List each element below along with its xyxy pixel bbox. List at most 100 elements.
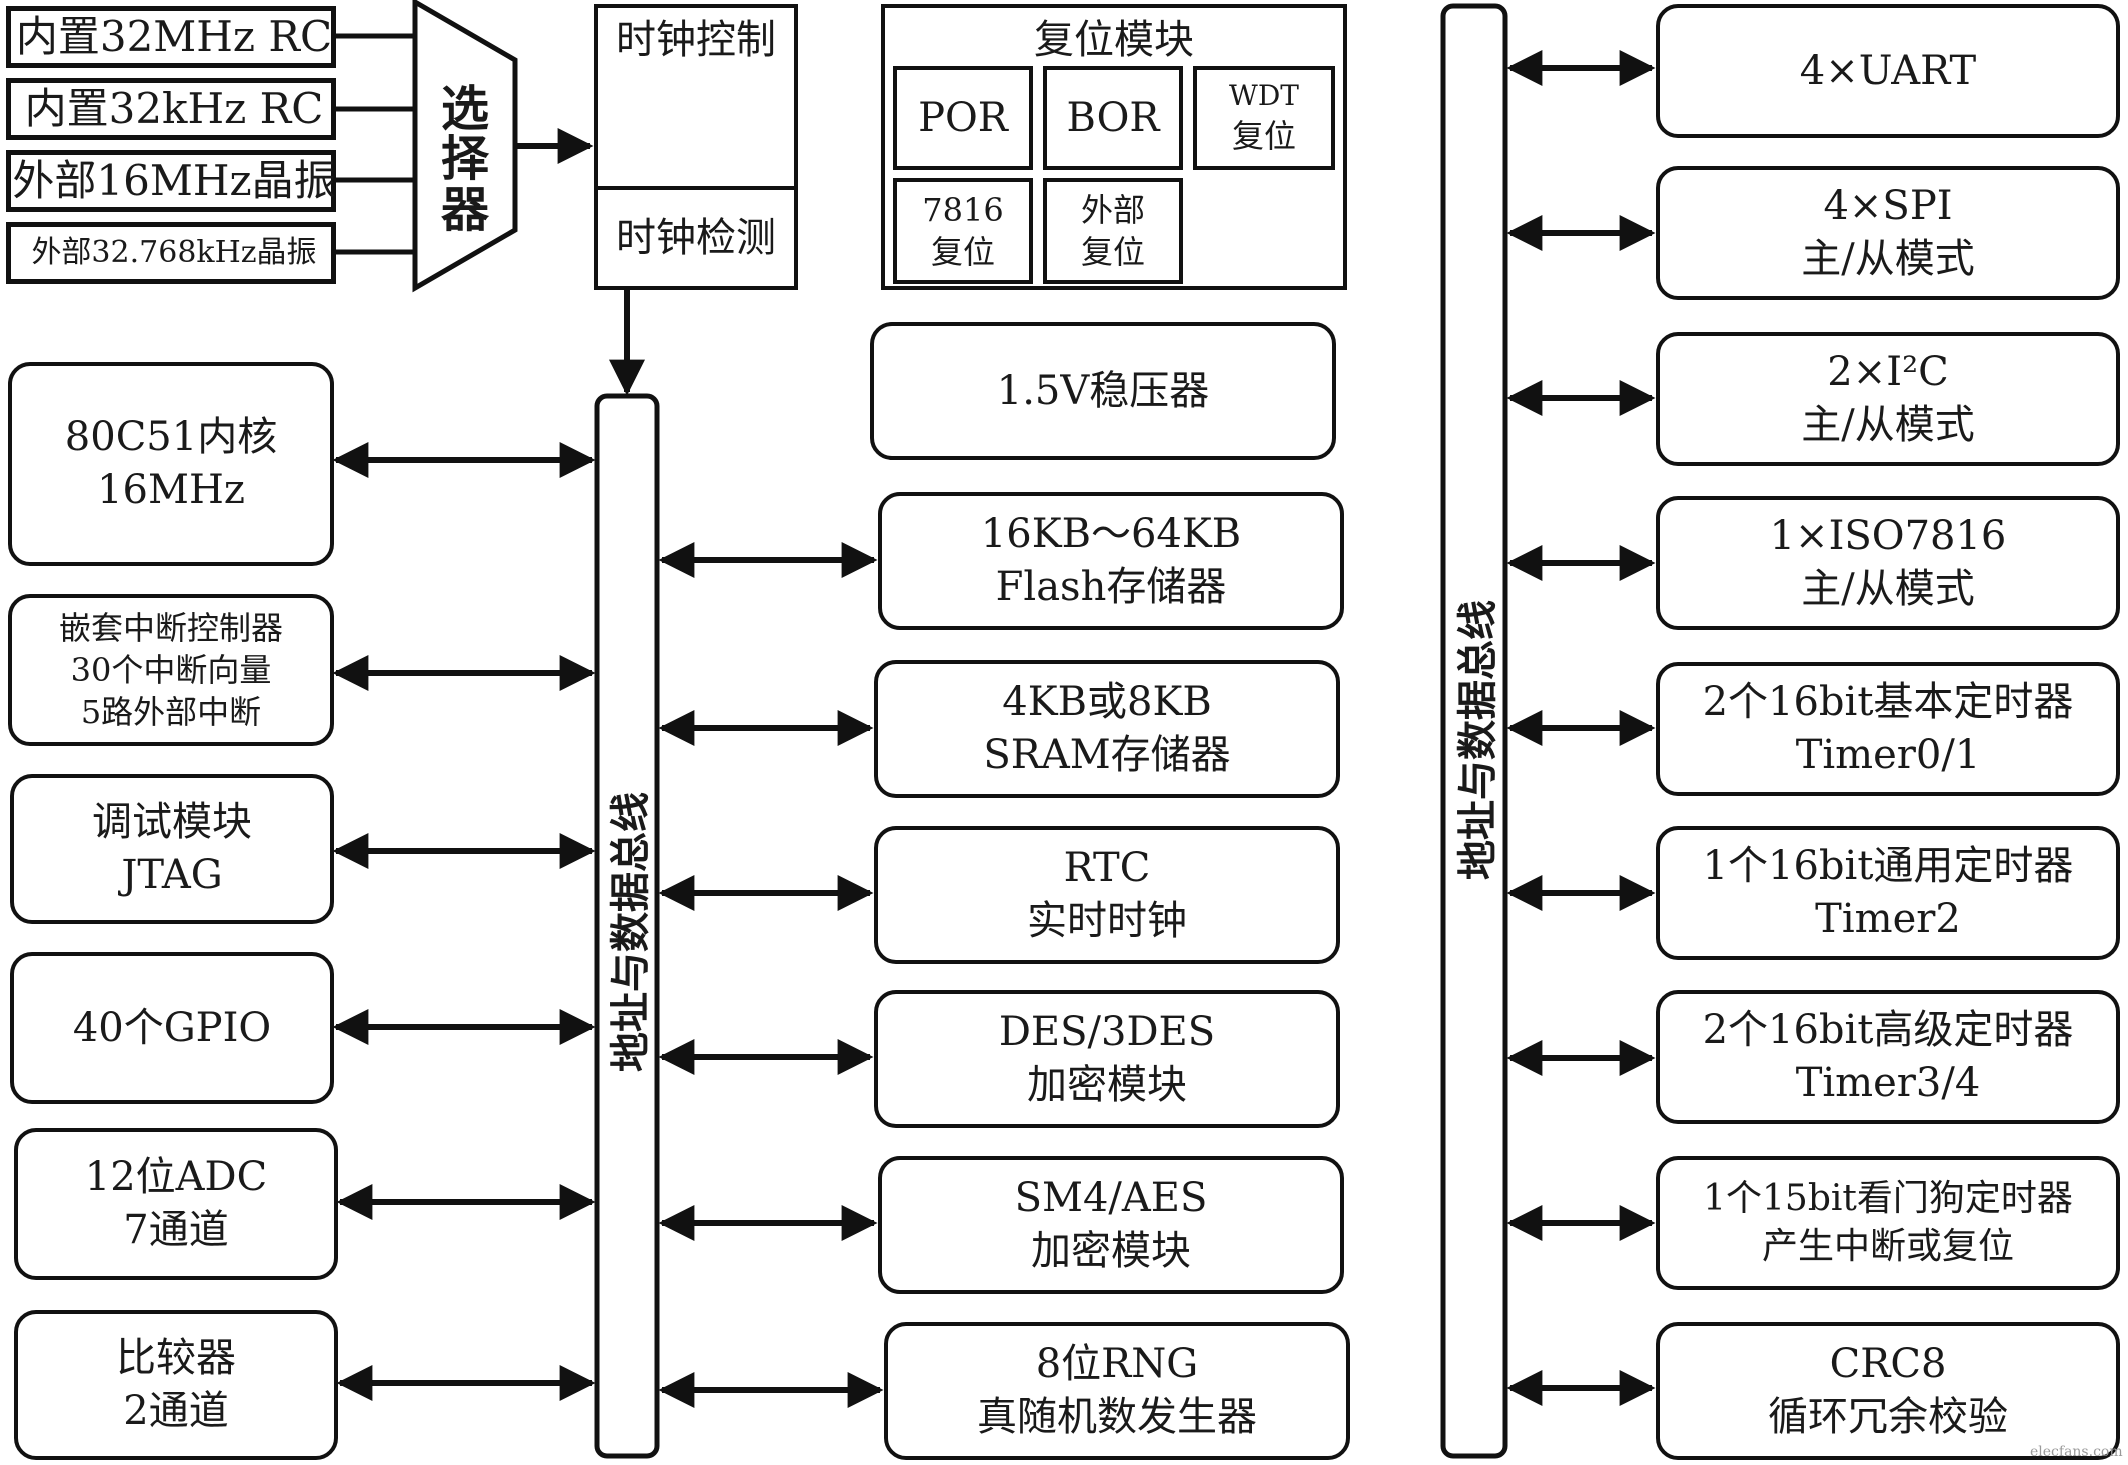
- block-line: 2个16bit高级定时器: [1702, 1007, 2074, 1054]
- reset-item-label: BOR: [1066, 94, 1160, 141]
- spi-block: 4×SPI 主/从模式: [1656, 166, 2120, 300]
- reset-module-title: 复位模块: [1034, 17, 1194, 63]
- clock-source-label: 外部16MHz晶振: [12, 156, 336, 206]
- reset-item-label: WDT: [1229, 79, 1299, 113]
- flash-block: 16KB～64KB Flash存储器: [878, 492, 1344, 630]
- iso7816-block: 1×ISO7816 主/从模式: [1656, 496, 2120, 630]
- clock-source-xtal32k: 外部32.768kHz晶振: [6, 222, 336, 284]
- block-line: DES/3DES: [998, 1009, 1216, 1056]
- block-line: 2×I²C: [1827, 349, 1949, 396]
- selector-label: 选 择 器: [437, 81, 493, 238]
- reset-por: POR: [893, 66, 1033, 170]
- block-line: 主/从模式: [1801, 236, 1975, 282]
- reset-item-label: 复位: [1231, 117, 1296, 156]
- clock-source-label: 内置32MHz RC: [15, 12, 333, 62]
- block-line: 40个GPIO: [72, 1004, 272, 1051]
- block-line: 1×ISO7816: [1769, 513, 2007, 560]
- clock-source-rc32k: 内置32kHz RC: [6, 78, 336, 140]
- reset-wdt: WDT 复位: [1193, 66, 1335, 170]
- block-line: 循环冗余校验: [1768, 1394, 2008, 1440]
- timer2-block: 1个16bit通用定时器 Timer2: [1656, 826, 2120, 960]
- selector-char: 择: [440, 131, 489, 188]
- block-line: 1个16bit通用定时器: [1702, 843, 2074, 890]
- clock-source-xtal16m: 外部16MHz晶振: [6, 150, 336, 212]
- block-line: 16KB～64KB: [980, 511, 1242, 558]
- reset-item-label: 外部: [1080, 190, 1145, 229]
- reset-external: 外部复位: [1043, 178, 1183, 284]
- block-line: 嵌套中断控制器: [58, 608, 283, 647]
- reset-item-label: 7816: [922, 190, 1004, 229]
- block-line: SRAM存储器: [983, 732, 1231, 778]
- clock-detect-label: 时钟检测: [616, 214, 776, 261]
- block-line: 比较器: [116, 1335, 236, 1382]
- block-line: 真随机数发生器: [977, 1394, 1257, 1440]
- selector-char: 器: [440, 181, 489, 238]
- block-line: 实时时钟: [1027, 898, 1187, 944]
- block-line: SM4/AES: [1014, 1175, 1208, 1222]
- block-line: 加密模块: [1027, 1062, 1187, 1108]
- uart-block: 4×UART: [1656, 4, 2120, 138]
- timer01-block: 2个16bit基本定时器 Timer0/1: [1656, 662, 2120, 796]
- block-line: Flash存储器: [995, 564, 1227, 610]
- crc8-block: CRC8 循环冗余校验: [1656, 1322, 2120, 1460]
- block-line: RTC: [1063, 845, 1151, 892]
- block-line: 加密模块: [1031, 1228, 1191, 1274]
- des-block: DES/3DES 加密模块: [874, 990, 1340, 1128]
- block-line: 80C51内核: [64, 414, 278, 461]
- debug-jtag-block: 调试模块 JTAG: [10, 774, 334, 924]
- block-line: 2个16bit基本定时器: [1702, 679, 2074, 726]
- block-line: 1个15bit看门狗定时器: [1703, 1178, 2073, 1220]
- block-line: 产生中断或复位: [1761, 1226, 2014, 1267]
- gpio-block: 40个GPIO: [10, 952, 334, 1104]
- reset-7816: 7816 复位: [893, 178, 1033, 284]
- clock-source-label: 内置32kHz RC: [24, 84, 324, 134]
- right-bus-label: 地址与数据总线: [1454, 600, 1501, 880]
- block-line: 4KB或8KB: [1002, 679, 1212, 726]
- comparator-block: 比较器 2通道: [14, 1310, 338, 1460]
- block-line: Timer2: [1815, 896, 1961, 942]
- block-line: 2通道: [123, 1388, 229, 1434]
- block-line: Timer0/1: [1795, 732, 1981, 778]
- reset-bor: BOR: [1043, 66, 1183, 170]
- sm4-aes-block: SM4/AES 加密模块: [878, 1156, 1344, 1294]
- block-line: CRC8: [1829, 1341, 1947, 1388]
- block-line: 4×UART: [1799, 47, 1977, 94]
- block-line: 12位ADC: [84, 1154, 268, 1201]
- block-line: 主/从模式: [1801, 402, 1975, 448]
- block-line: 调试模块: [92, 799, 252, 846]
- block-line: Timer3/4: [1795, 1060, 1981, 1106]
- watchdog-block: 1个15bit看门狗定时器产生中断或复位: [1656, 1156, 2120, 1290]
- cpu-core-block: 80C51内核 16MHz: [8, 362, 334, 566]
- selector-char: 选: [440, 81, 489, 137]
- block-line: 主/从模式: [1801, 566, 1975, 612]
- selector-shape: [412, 0, 518, 293]
- block-line: 30个中断向量: [70, 650, 272, 689]
- clock-control-block: 时钟控制: [594, 4, 798, 190]
- watermark: elecfans.com: [2030, 1444, 2123, 1460]
- right-bus: [1440, 3, 1508, 1459]
- block-line: 5路外部中断: [80, 693, 262, 732]
- block-line: 7通道: [123, 1207, 229, 1253]
- clock-source-rc32m: 内置32MHz RC: [6, 6, 336, 68]
- block-line: 1.5V稳压器: [996, 367, 1210, 414]
- reset-item-label: POR: [918, 94, 1008, 141]
- rng-block: 8位RNG 真随机数发生器: [884, 1322, 1350, 1460]
- block-line: 4×SPI: [1823, 183, 1953, 230]
- clock-source-label: 外部32.768kHz晶振: [31, 235, 317, 271]
- block-line: JTAG: [121, 852, 223, 898]
- reset-item-label: 复位: [1080, 233, 1145, 271]
- adc-block: 12位ADC 7通道: [14, 1128, 338, 1280]
- clock-control-label: 时钟控制: [616, 17, 776, 63]
- reset-item-label: 复位: [930, 233, 995, 271]
- clock-detect-block: 时钟检测: [594, 186, 798, 290]
- regulator-block: 1.5V稳压器: [870, 322, 1336, 460]
- rtc-block: RTC 实时时钟: [874, 826, 1340, 964]
- left-bus: [594, 393, 660, 1459]
- timer34-block: 2个16bit高级定时器 Timer3/4: [1656, 990, 2120, 1124]
- block-line: 16MHz: [97, 467, 245, 513]
- i2c-block: 2×I²C 主/从模式: [1656, 332, 2120, 466]
- sram-block: 4KB或8KB SRAM存储器: [874, 660, 1340, 798]
- block-line: 8位RNG: [1035, 1341, 1199, 1388]
- left-bus-label: 地址与数据总线: [607, 792, 654, 1072]
